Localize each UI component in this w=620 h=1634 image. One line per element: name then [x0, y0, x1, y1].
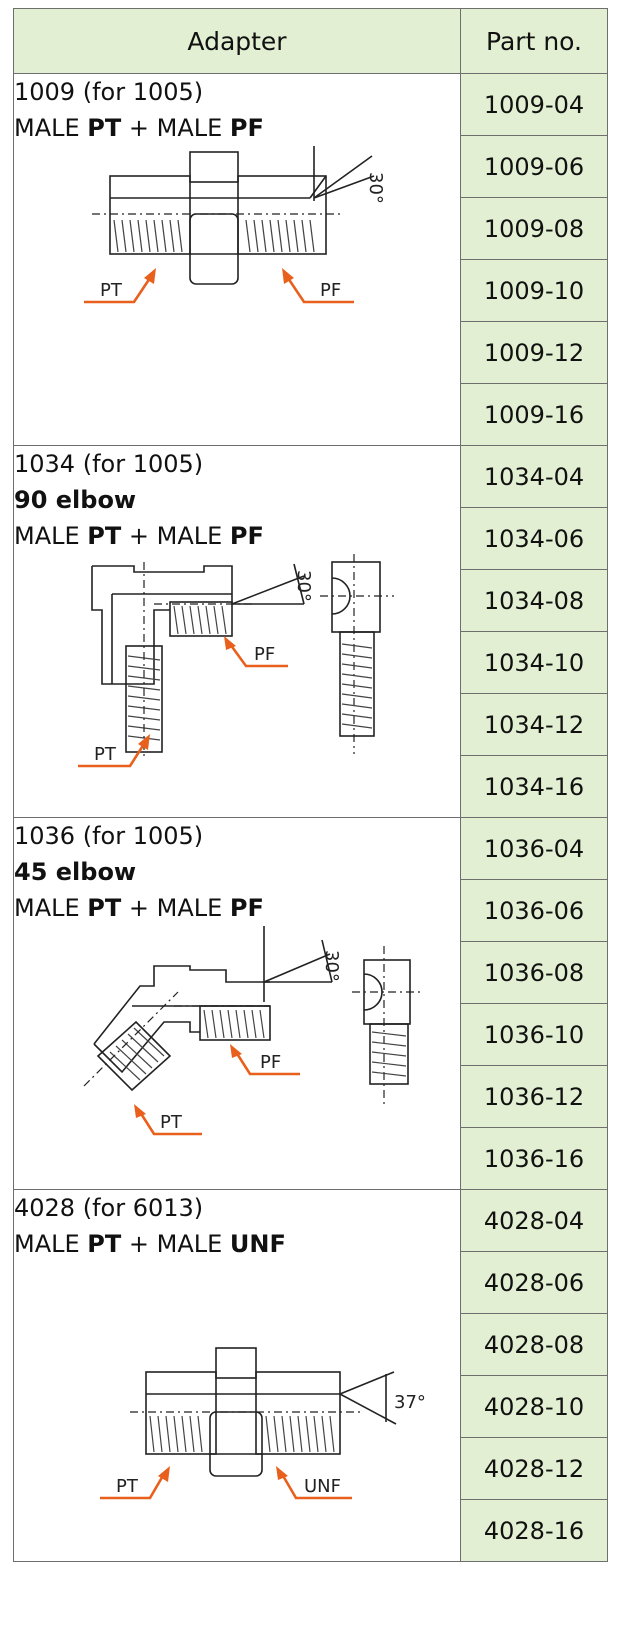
part-number[interactable]: 1009-04 [460, 73, 608, 136]
adapter-drawing-4028: 37° PT UNF [100, 1347, 426, 1500]
section-1034-row-3: 1034-08 [14, 569, 608, 632]
section-1036-row-1: 1036 (for 1005) 45 elbow MALE PT + MALE … [13, 817, 608, 1190]
section-1009-row-4: 1009-10 [14, 259, 608, 322]
adapter-code: 1036 (for 1005) [14, 822, 204, 850]
part-number[interactable]: 1009-08 [460, 197, 608, 260]
part-number[interactable]: 1034-12 [460, 693, 608, 756]
unf-label: UNF [304, 1476, 341, 1497]
section-4028-row-5: 4028-12 [14, 1437, 608, 1500]
adapter-column-header: Adapter [13, 8, 461, 74]
adapter-cell-1009: 1009 (for 1005) MALE PT + MALE PF [13, 73, 461, 446]
part-number[interactable]: 1036-06 [460, 879, 608, 942]
angle-label: 30° [293, 570, 314, 602]
adapter-code: 1034 (for 1005) [14, 450, 204, 478]
adapter-connection-spec: MALE PT + MALE PF [14, 522, 264, 550]
adapter-drawing-1036: 30° PF [83, 926, 422, 1136]
adapter-spec-table: Adapter Part no. 1009 (for 1005) MALE PT… [13, 8, 608, 1562]
section-1034-row-6: 1034-16 [14, 755, 608, 818]
pf-label: PF [260, 1052, 281, 1073]
part-number[interactable]: 1009-06 [460, 135, 608, 198]
pf-label: PF [320, 280, 341, 301]
part-number[interactable]: 4028-04 [460, 1189, 608, 1252]
part-number[interactable]: 4028-16 [460, 1499, 608, 1562]
pt-label: PT [160, 1112, 183, 1133]
adapter-subtitle: 90 elbow [14, 486, 137, 514]
part-number[interactable]: 1034-08 [460, 569, 608, 632]
section-1034-row-1: 1034 (for 1005) 90 elbow MALE PT + MALE … [13, 445, 608, 818]
section-1036-row-4: 1036-10 [14, 1003, 608, 1066]
section-1036-row-3: 1036-08 [14, 941, 608, 1004]
part-number[interactable]: 1036-10 [460, 1003, 608, 1066]
adapter-connection-spec: MALE PT + MALE UNF [14, 1230, 286, 1258]
section-1034-row-4: 1034-10 [14, 631, 608, 694]
section-1036-row-2: 1036-06 [14, 879, 608, 942]
adapter-cell-1034: 1034 (for 1005) 90 elbow MALE PT + MALE … [13, 445, 461, 818]
section-1009-row-3: 1009-08 [14, 197, 608, 260]
part-no-column-header: Part no. [460, 8, 608, 74]
section-4028-row-1: 4028 (for 6013) MALE PT + MALE UNF [13, 1189, 608, 1562]
section-1034-row-2: 1034-06 [14, 507, 608, 570]
part-number[interactable]: 4028-06 [460, 1251, 608, 1314]
part-number[interactable]: 1034-04 [460, 445, 608, 508]
adapter-drawing-1034: 30° PF [78, 554, 394, 768]
part-number[interactable]: 1009-16 [460, 383, 608, 446]
section-1034-row-5: 1034-12 [14, 693, 608, 756]
part-number[interactable]: 1034-06 [460, 507, 608, 570]
section-4028-row-3: 4028-08 [14, 1313, 608, 1376]
part-number[interactable]: 1036-08 [460, 941, 608, 1004]
section-4028-row-6: 4028-16 [14, 1499, 608, 1562]
part-number[interactable]: 1009-12 [460, 321, 608, 384]
angle-label: 37° [394, 1392, 426, 1413]
pf-label: PF [254, 644, 275, 665]
adapter-code: 1009 (for 1005) [14, 78, 204, 106]
section-4028-row-2: 4028-06 [14, 1251, 608, 1314]
header-row: Adapter Part no. [13, 8, 608, 74]
section-1009-row-6: 1009-16 [14, 383, 608, 446]
part-number[interactable]: 1034-10 [460, 631, 608, 694]
part-number[interactable]: 1009-10 [460, 259, 608, 322]
section-1036-row-6: 1036-16 [14, 1127, 608, 1190]
adapter-subtitle: 45 elbow [14, 858, 137, 886]
part-number[interactable]: 4028-12 [460, 1437, 608, 1500]
section-4028-row-4: 4028-10 [14, 1375, 608, 1438]
part-number[interactable]: 4028-10 [460, 1375, 608, 1438]
adapter-code: 4028 (for 6013) [14, 1194, 204, 1222]
section-1009-row-1: 1009 (for 1005) MALE PT + MALE PF [13, 73, 608, 446]
adapter-connection-spec: MALE PT + MALE PF [14, 894, 264, 922]
part-number[interactable]: 1036-16 [460, 1127, 608, 1190]
angle-label: 30° [365, 172, 386, 204]
pt-label: PT [116, 1476, 139, 1497]
part-number[interactable]: 4028-08 [460, 1313, 608, 1376]
pt-label: PT [100, 280, 123, 301]
section-1009-row-5: 1009-12 [14, 321, 608, 384]
adapter-cell-1036: 1036 (for 1005) 45 elbow MALE PT + MALE … [13, 817, 461, 1190]
section-1036-row-5: 1036-12 [14, 1065, 608, 1128]
part-number[interactable]: 1034-16 [460, 755, 608, 818]
angle-label: 30° [321, 950, 342, 982]
part-number[interactable]: 1036-12 [460, 1065, 608, 1128]
adapter-connection-spec: MALE PT + MALE PF [14, 114, 264, 142]
adapter-drawing-1009: 30° PT PF [84, 146, 386, 304]
pt-label: PT [94, 744, 117, 765]
adapter-cell-4028: 4028 (for 6013) MALE PT + MALE UNF [13, 1189, 461, 1562]
part-number[interactable]: 1036-04 [460, 817, 608, 880]
